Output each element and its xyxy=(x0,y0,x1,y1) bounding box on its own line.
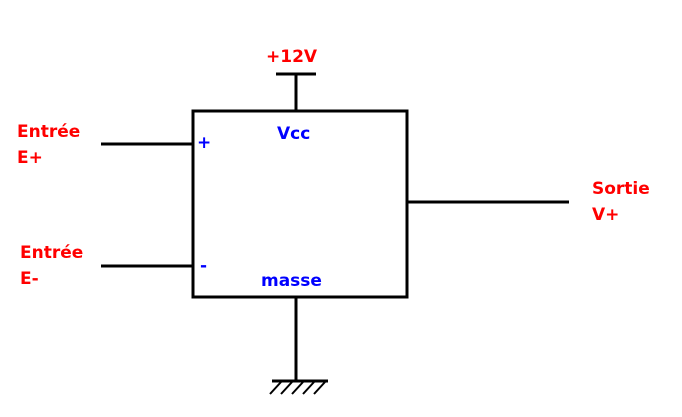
ground-symbol xyxy=(269,379,328,395)
output-label-line1: Sortie xyxy=(592,179,650,199)
component-box xyxy=(191,109,409,299)
input-minus-label-line1: Entrée xyxy=(20,243,84,263)
input-minus-label-line2: E- xyxy=(20,269,39,289)
input-plus-label-line2: E+ xyxy=(17,148,43,168)
vcc-label: Vcc xyxy=(277,124,311,144)
ground-label: masse xyxy=(261,271,322,291)
input-plus-label-line1: Entrée xyxy=(17,122,81,142)
supply-voltage-label: +12V xyxy=(266,47,318,67)
output-label-line2: V+ xyxy=(592,205,620,225)
plus-terminal-label: + xyxy=(197,133,212,153)
minus-terminal-label: - xyxy=(200,256,208,276)
